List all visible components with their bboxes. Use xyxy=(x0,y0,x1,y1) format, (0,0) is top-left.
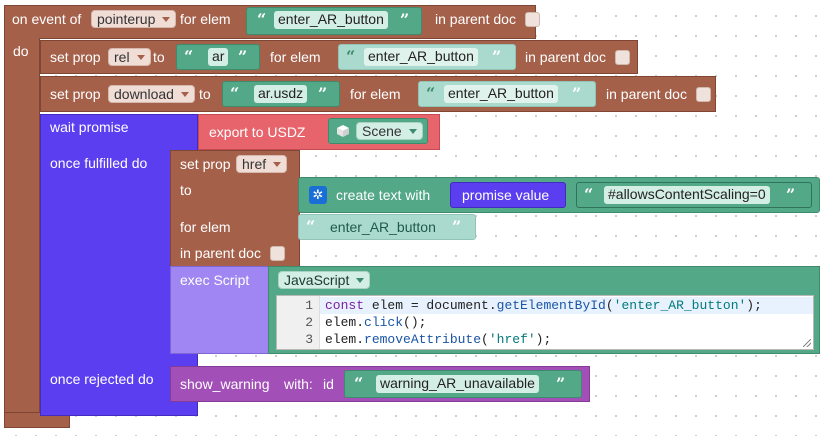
suffix-text-value[interactable]: #allowsContentScaling=0 xyxy=(604,186,770,204)
line-number: 1 xyxy=(305,298,313,313)
quote-close-icon: ” xyxy=(572,84,582,103)
quote-close-icon: ” xyxy=(452,217,462,236)
set-href-elem-id[interactable]: enter_AR_button xyxy=(330,219,436,235)
set-download-to-label: to xyxy=(199,86,211,102)
set-href-in-parent-doc-label: in parent doc xyxy=(180,245,261,261)
show-warning-id-label: id xyxy=(323,376,334,392)
set-download-value[interactable]: ar.usdz xyxy=(254,85,308,103)
show-warning-with-label: with: xyxy=(284,376,313,392)
event-block-foot xyxy=(4,412,70,428)
quote-open-icon: “ xyxy=(230,84,240,103)
export-usdz-label: export to USDZ xyxy=(209,124,306,140)
quote-close-icon: ” xyxy=(318,84,328,103)
event-for-elem-label: for elem xyxy=(180,11,231,27)
quote-open-icon: “ xyxy=(257,10,267,29)
code-line[interactable]: const elem = document.getElementById('en… xyxy=(325,298,762,313)
set-download-elem-id[interactable]: enter_AR_button xyxy=(444,85,558,103)
quote-close-icon: ” xyxy=(238,47,248,66)
set-href-label: set prop xyxy=(180,156,231,172)
set-download-for-elem-label: for elem xyxy=(350,86,401,102)
quote-close-icon: ” xyxy=(400,10,410,29)
set-download-in-parent-doc-label: in parent doc xyxy=(606,86,687,102)
create-text-label: create text with xyxy=(336,187,431,203)
set-href-for-elem-label: for elem xyxy=(180,219,231,235)
line-number: 3 xyxy=(305,332,313,347)
set-rel-to-label: to xyxy=(153,49,165,65)
cube-icon xyxy=(337,125,349,137)
set-href-to-label: to xyxy=(180,182,192,198)
show-warning-label: show_warning xyxy=(180,376,270,392)
set-download-prop-dropdown[interactable]: download xyxy=(108,85,195,103)
do-label: do xyxy=(13,43,29,59)
quote-open-icon: “ xyxy=(426,84,436,103)
scene-dropdown[interactable]: Scene xyxy=(356,122,423,140)
set-href-prop-dropdown[interactable]: href xyxy=(236,155,288,173)
quote-open-icon: “ xyxy=(584,185,594,204)
set-download-in-parent-doc-checkbox[interactable] xyxy=(696,87,711,102)
set-href-in-parent-doc-checkbox[interactable] xyxy=(270,246,285,261)
code-line[interactable]: elem.click(); xyxy=(325,315,427,330)
code-editor[interactable]: 1 2 3 const elem = document.getElementBy… xyxy=(276,295,814,350)
gear-icon[interactable] xyxy=(309,186,327,204)
once-fulfilled-label: once fulfilled do xyxy=(50,155,148,171)
set-rel-elem-id[interactable]: enter_AR_button xyxy=(364,48,478,66)
resize-handle-icon[interactable] xyxy=(803,339,811,347)
quote-close-icon: ” xyxy=(556,374,566,393)
promise-value-block[interactable] xyxy=(450,182,566,208)
set-rel-prop-dropdown[interactable]: rel xyxy=(108,48,151,66)
line-number: 2 xyxy=(305,315,313,330)
quote-close-icon: ” xyxy=(492,47,502,66)
exec-script-block[interactable] xyxy=(170,266,274,354)
code-gutter xyxy=(277,296,320,349)
quote-close-icon: ” xyxy=(786,185,796,204)
active-line-highlight xyxy=(320,297,813,314)
promise-value-label: promise value xyxy=(462,187,550,203)
once-rejected-label: once rejected do xyxy=(50,371,154,387)
set-rel-in-parent-doc-label: in parent doc xyxy=(525,49,606,65)
set-href-elem-block[interactable] xyxy=(298,214,476,240)
language-dropdown[interactable]: JavaScript xyxy=(278,271,371,289)
set-rel-value[interactable]: ar xyxy=(208,48,229,66)
exec-script-label: exec Script xyxy=(180,272,250,288)
quote-open-icon: “ xyxy=(346,47,356,66)
event-type-dropdown[interactable]: pointerup xyxy=(91,10,177,28)
event-block-arm xyxy=(4,38,40,423)
warning-id-value[interactable]: warning_AR_unavailable xyxy=(376,375,539,393)
set-download-label: set prop xyxy=(50,86,101,102)
quote-open-icon: “ xyxy=(306,217,316,236)
set-rel-for-elem-label: for elem xyxy=(270,49,321,65)
event-in-parent-doc-checkbox[interactable] xyxy=(525,12,540,27)
quote-open-icon: “ xyxy=(354,374,364,393)
set-rel-label: set prop xyxy=(50,49,101,65)
code-line[interactable]: elem.removeAttribute('href'); xyxy=(325,332,552,347)
quote-open-icon: “ xyxy=(184,47,194,66)
wait-promise-label: wait promise xyxy=(50,119,129,135)
event-elem-id[interactable]: enter_AR_button xyxy=(274,11,388,29)
event-in-parent-doc-label: in parent doc xyxy=(435,11,516,27)
set-rel-in-parent-doc-checkbox[interactable] xyxy=(615,50,630,65)
event-prefix: on event of xyxy=(12,11,82,27)
